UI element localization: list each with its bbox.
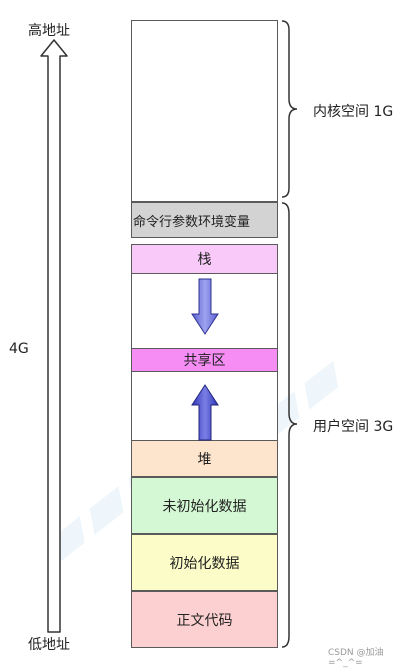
- csdn-credit: CSDN @加油=^_^=: [328, 648, 384, 668]
- user-space-label: 用户空间 3G: [313, 419, 394, 435]
- cmdline-env-block: 命令行参数环境变量: [131, 202, 278, 238]
- high-address-label: 高地址: [28, 23, 70, 39]
- kernel-space-label: 内核空间 1G: [313, 104, 394, 120]
- data-block: 初始化数据: [131, 534, 278, 591]
- text-block: 正文代码: [131, 591, 278, 648]
- kernel-space-brace: [281, 20, 298, 198]
- bss-block: 未初始化数据: [131, 477, 278, 534]
- memory-size-label: 4G: [9, 341, 29, 357]
- low-address-label: 低地址: [28, 637, 70, 653]
- stack-block: 栈: [131, 244, 278, 274]
- shared-region-block: 共享区: [131, 348, 278, 372]
- address-axis-arrow: [40, 39, 68, 633]
- heap-block: 堆: [131, 440, 278, 477]
- heap-growth-arrow: [191, 384, 219, 441]
- user-space-brace: [281, 202, 298, 648]
- stack-growth-arrow: [191, 278, 219, 335]
- kernel-space-block: [131, 20, 278, 202]
